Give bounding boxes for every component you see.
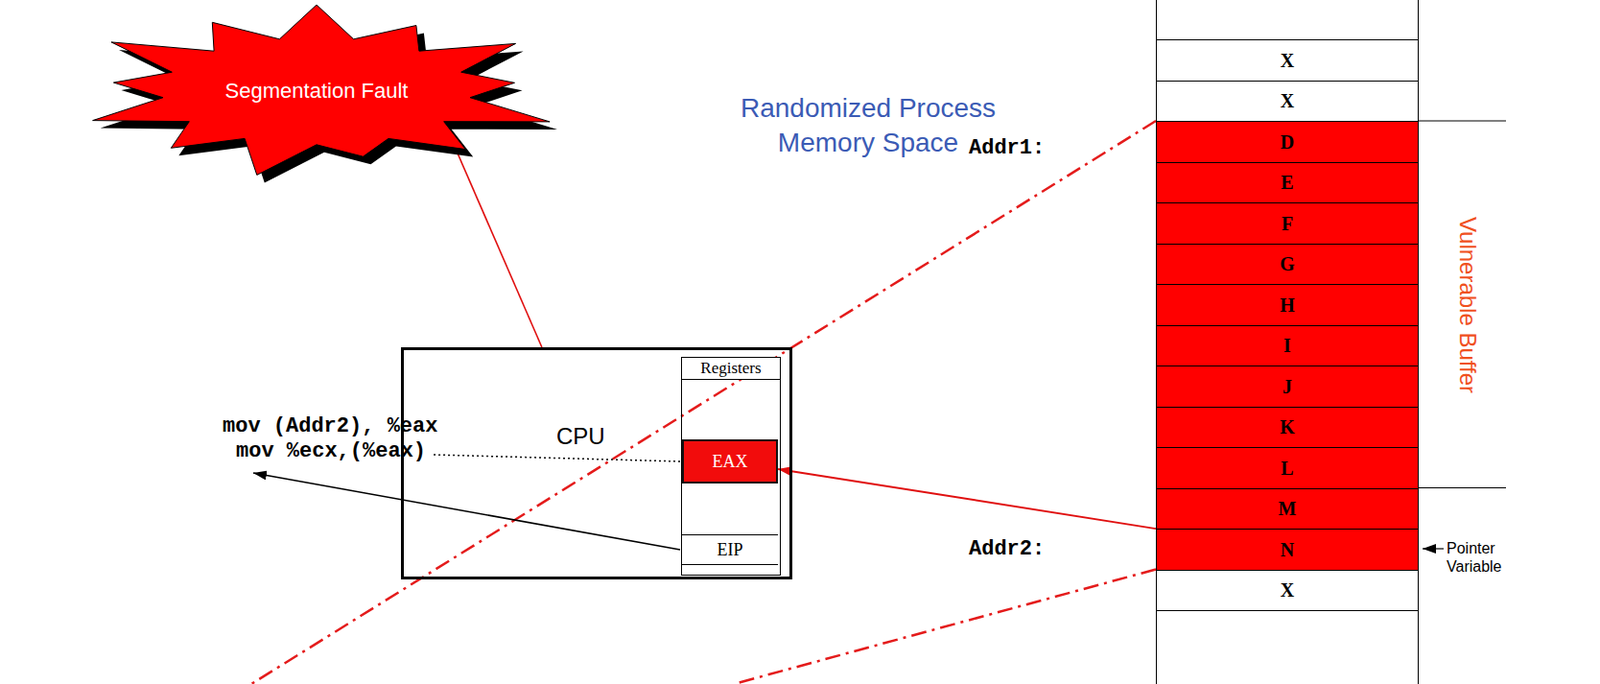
memory-cell: X <box>1155 80 1419 123</box>
register-name: EIP <box>717 539 744 561</box>
memory-cell: H <box>1155 283 1419 327</box>
cell-content: H <box>1279 293 1295 317</box>
register-heading: Registers <box>682 357 780 380</box>
cell-content: X <box>1280 48 1295 72</box>
memory-cell: I <box>1155 325 1419 368</box>
memory-cell: L <box>1155 447 1419 490</box>
eip-arrow <box>253 472 681 550</box>
cell-content: X <box>1280 578 1295 602</box>
cell-content: G <box>1279 252 1295 276</box>
cell-content: K <box>1279 415 1295 439</box>
memory-cell: X <box>1155 569 1419 612</box>
address-label: Addr2: <box>968 537 1045 563</box>
memory-cell: M <box>1155 488 1419 531</box>
cell-content: L <box>1280 456 1294 480</box>
buffer-bracket <box>1418 120 1506 122</box>
dotted-leader <box>433 454 681 462</box>
cell-content: I <box>1283 333 1292 357</box>
projection-line <box>251 120 1156 684</box>
buffer-label: Vulnerable Buffer <box>1454 216 1482 394</box>
memory-cell: F <box>1155 202 1419 245</box>
fault-starburst: Segmentation Fault <box>66 3 575 187</box>
cell-content: M <box>1278 496 1297 520</box>
connector <box>777 469 1156 529</box>
memory-cell: J <box>1155 365 1419 408</box>
memory-cell: X <box>1155 39 1419 82</box>
register-eax: EAX <box>682 439 778 484</box>
buffer-bracket <box>1418 487 1506 489</box>
cell-content: N <box>1280 538 1295 562</box>
cell-content: X <box>1280 89 1295 113</box>
cell-content: D <box>1280 130 1295 154</box>
register-file: EAX EIP Registers <box>681 356 781 576</box>
memory-cell: G <box>1155 243 1419 286</box>
register-eip: EIP <box>682 534 778 565</box>
code-line: mov (Addr2), %eax <box>222 414 438 440</box>
pointer-label: Pointer Variable <box>1446 539 1524 576</box>
connector <box>444 121 542 348</box>
cell-content: J <box>1282 375 1293 399</box>
memory-cell: E <box>1155 162 1419 205</box>
code-line: mov %ecx,(%eax) <box>235 439 426 465</box>
cpu-box: EAX EIP RegistersCPU <box>400 347 793 580</box>
address-label: Addr1: <box>968 136 1045 162</box>
register-name: EAX <box>712 450 749 472</box>
cell-content: F <box>1281 211 1294 236</box>
cell-content: E <box>1280 170 1294 194</box>
projection-line <box>733 569 1156 684</box>
pointer-arrow <box>1422 547 1444 549</box>
starburst-shape <box>93 4 550 175</box>
cpu-label: CPU <box>556 423 606 450</box>
memory-cell: K <box>1155 406 1419 449</box>
memory-cell: N <box>1155 528 1419 571</box>
memory-cell: D <box>1155 120 1419 164</box>
fault-text: Segmentation Fault <box>225 78 409 104</box>
